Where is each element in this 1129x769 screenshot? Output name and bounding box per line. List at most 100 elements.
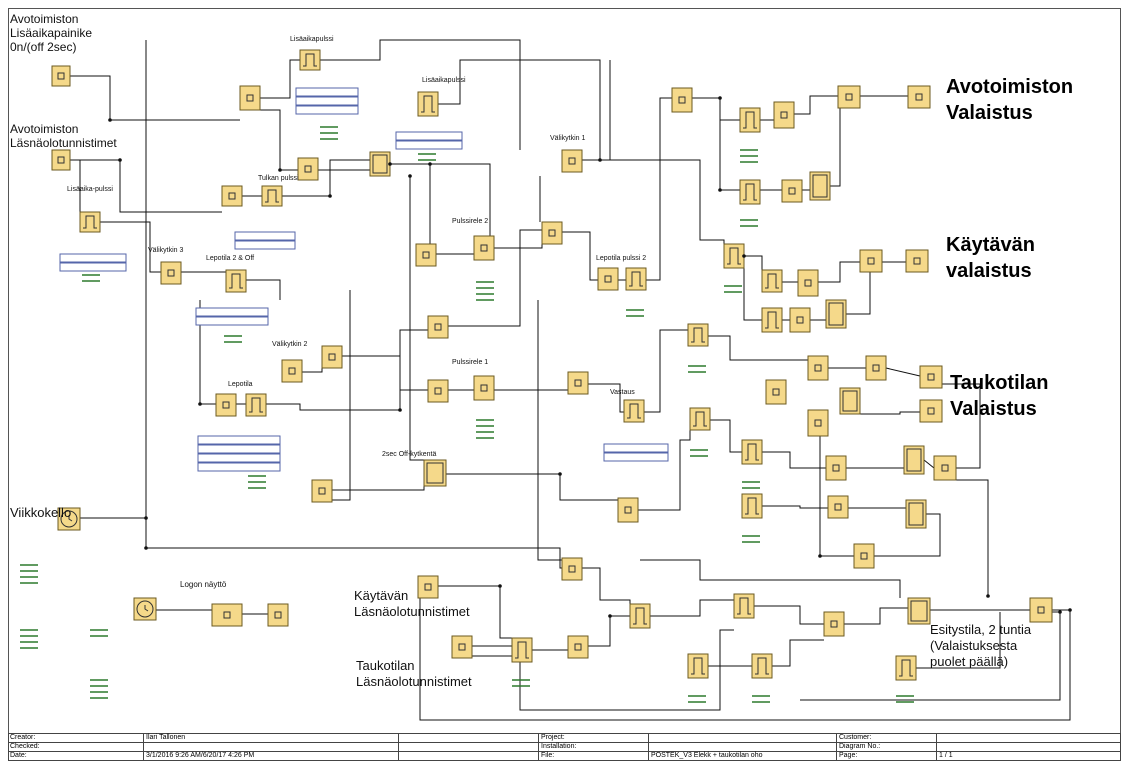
junction-dot (742, 254, 746, 258)
logic-block (765, 379, 787, 405)
pulse-glyph (249, 397, 263, 413)
label-lisaaika: Lisäaikapulssi (290, 36, 334, 43)
block-body (417, 91, 439, 117)
logic-block (933, 455, 957, 481)
logic-block (623, 399, 645, 423)
label-esitystila-2: (Valaistuksesta (930, 638, 1018, 653)
gate-glyph (941, 464, 949, 472)
gate-glyph (223, 611, 231, 619)
block-body (51, 65, 71, 87)
logic-block (567, 635, 589, 659)
wire (100, 221, 161, 273)
gate-glyph (568, 157, 576, 165)
gate-glyph (318, 487, 326, 495)
tb-page-value: 1 / 1 (939, 752, 953, 759)
logic-block (739, 179, 761, 205)
gate-glyph (788, 187, 796, 195)
block-body (807, 355, 829, 381)
gate-glyph (872, 364, 880, 372)
junction-dot (118, 158, 122, 162)
logic-block (160, 261, 182, 285)
gate-glyph (845, 93, 853, 101)
logic-block (689, 407, 711, 431)
logic-block (907, 597, 931, 625)
wire (885, 367, 921, 377)
logic-block (739, 107, 761, 133)
label-avo-valaistus-2: Valaistus (946, 102, 1033, 124)
pulse-glyph (691, 327, 705, 343)
logic-block (741, 439, 763, 465)
wire (923, 459, 935, 469)
junction-dot (144, 516, 148, 520)
logic-block (839, 387, 861, 415)
junction-dot (1058, 610, 1062, 614)
param-box (603, 443, 669, 453)
gate-glyph (434, 387, 442, 395)
logic-block (567, 371, 589, 395)
param-box (295, 96, 359, 106)
block-body (211, 603, 243, 627)
logic-block (541, 221, 563, 245)
gate-glyph (424, 583, 432, 591)
block-body (907, 85, 931, 109)
block-body (933, 455, 957, 481)
logic-block (245, 393, 267, 417)
logic-block (809, 171, 831, 201)
label-taukotilan-valaistus-1: Taukotilan (950, 372, 1049, 394)
wire (419, 586, 1071, 721)
logic-block (919, 399, 943, 423)
logic-block (79, 211, 101, 233)
logic-block (825, 299, 847, 329)
label-tulkan-pulssi: Tulkan pulssi (258, 175, 299, 182)
param-box (395, 140, 463, 150)
logic-block (417, 575, 439, 599)
pulse-glyph (265, 189, 279, 203)
block-body (415, 243, 437, 267)
clock-hands (144, 605, 149, 612)
block-body (561, 149, 583, 173)
logic-block (51, 65, 71, 87)
block-body (919, 399, 943, 423)
pulse-glyph (515, 641, 529, 659)
logic-block (225, 269, 247, 293)
wire (640, 559, 901, 598)
label-valikytkin-2: Välikytkin 2 (272, 341, 308, 348)
logic-block (853, 543, 875, 569)
logic-block (761, 307, 783, 333)
tb-project-label: Project: (541, 734, 565, 741)
function-blocks (51, 49, 1053, 681)
gate-glyph (1037, 606, 1045, 614)
block-body (299, 49, 321, 71)
gate-glyph (814, 419, 822, 427)
block-body (623, 399, 645, 423)
rs-glyph (842, 390, 858, 412)
label-avo-valaistus-1: Avotoimiston (946, 76, 1074, 98)
rs-glyph (426, 462, 444, 484)
label-taukotilan-lasna-1: Taukotilan (356, 658, 415, 673)
block-body (761, 307, 783, 333)
wire (650, 599, 734, 617)
block-body (321, 345, 343, 369)
logic-block (561, 557, 583, 581)
gate-glyph (604, 275, 612, 283)
pulse-glyph (745, 497, 759, 515)
label-2sec-off: 2sec Off-kytkentä (382, 451, 437, 458)
block-body (79, 211, 101, 233)
logic-block (597, 267, 619, 291)
gate-glyph (830, 620, 838, 628)
gate-glyph (434, 323, 442, 331)
logic-block (687, 653, 709, 679)
gate-glyph (304, 165, 312, 173)
block-body (473, 235, 495, 261)
wire (588, 615, 630, 647)
label-kaytavan-lasna-1: Käytävän (354, 588, 409, 603)
tb-file-value: POSTEK_V3 Elekk + taukotilan oho (651, 752, 763, 759)
tb-date-value: 3/1/2016 9:26 AM/6/20/17 4:26 PM (146, 752, 255, 759)
logic-block (723, 243, 745, 269)
block-body (761, 269, 783, 293)
block-body (297, 157, 319, 181)
gate-glyph (57, 72, 65, 80)
pulse-glyph (303, 53, 317, 67)
label-logon-naytto: Logon näyttö (180, 580, 227, 589)
title-block: Creator: Ilari Tallonen Checked: Date: 3… (8, 733, 1121, 761)
